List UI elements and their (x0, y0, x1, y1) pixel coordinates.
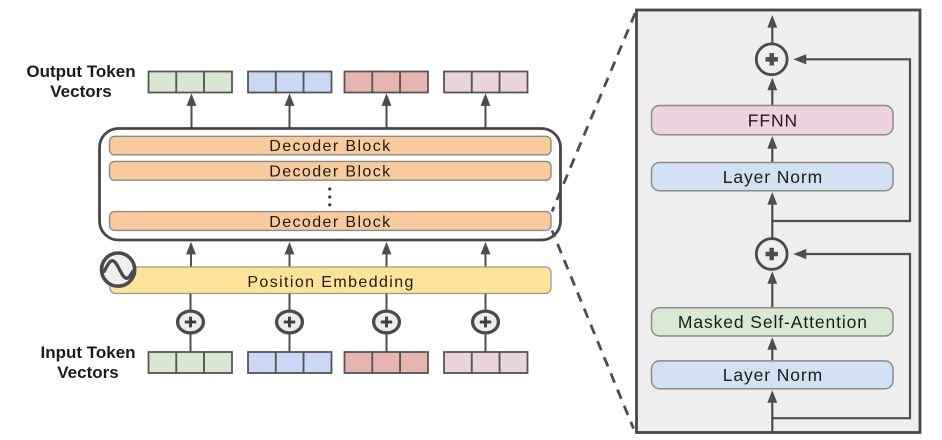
svg-text:Decoder Block: Decoder Block (269, 163, 391, 180)
svg-text:Vectors: Vectors (57, 363, 118, 382)
svg-text:Output Token: Output Token (26, 62, 135, 81)
svg-text:Position Embedding: Position Embedding (247, 274, 415, 291)
svg-text:Masked Self-Attention: Masked Self-Attention (678, 312, 868, 332)
svg-text:Decoder Block: Decoder Block (269, 138, 391, 155)
svg-text:Layer Norm: Layer Norm (723, 365, 823, 385)
svg-text:Decoder Block: Decoder Block (269, 214, 391, 231)
svg-text:Vectors: Vectors (50, 82, 111, 101)
svg-text:Layer Norm: Layer Norm (723, 167, 823, 187)
svg-text:FFNN: FFNN (748, 111, 798, 131)
svg-text:Input Token: Input Token (40, 343, 135, 362)
